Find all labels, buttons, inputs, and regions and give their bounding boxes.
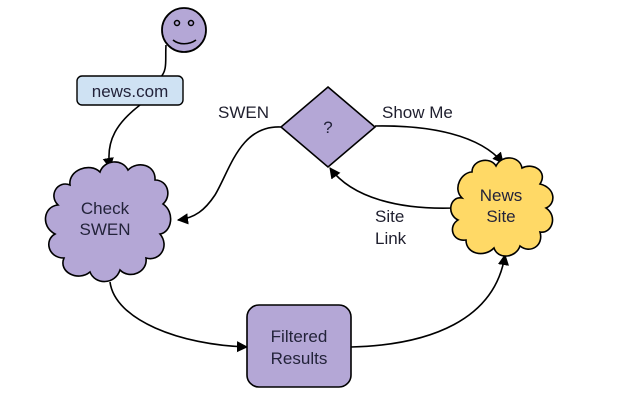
edge-label-swen: SWEN	[218, 103, 269, 122]
edge-user-to-newscom	[159, 44, 167, 79]
decision-node: ?	[279, 85, 377, 169]
news-site-label-line2: Site	[486, 207, 515, 226]
smiley-mouth	[172, 39, 197, 45]
filtered-results-label-line1: Filtered	[271, 327, 328, 346]
filtered-results-label-line2: Results	[271, 349, 328, 368]
check-swen-label-line1: Check	[81, 199, 130, 218]
decision-label: ?	[323, 118, 332, 137]
smiley-face-icon	[161, 7, 207, 53]
edge-filtered-to-news-site	[350, 253, 509, 348]
smiley-left-eye	[173, 19, 181, 27]
check-swen-node: Check SWEN	[44, 161, 172, 283]
smiley-right-eye	[187, 19, 195, 27]
edge-newscom-to-check-swen	[102, 104, 141, 170]
news-site-label-line1: News	[480, 186, 523, 205]
edge-label-show-me: Show Me	[382, 103, 453, 122]
edge-label-site-link-line1: Site	[375, 207, 404, 226]
edge-label-site-link-line2: Link	[375, 229, 407, 248]
newscom-label: news.com	[92, 82, 169, 101]
filtered-results-node: Filtered Results	[246, 304, 352, 388]
check-swen-cloud-shape	[44, 161, 172, 283]
news-site-cloud-shape	[450, 157, 554, 257]
check-swen-label-line2: SWEN	[80, 220, 131, 239]
news-site-node: News Site	[450, 157, 554, 257]
edge-decision-to-news-site	[374, 125, 504, 164]
newscom-node: news.com	[76, 75, 184, 106]
user-node	[161, 7, 207, 53]
edge-decision-to-check-swen	[176, 126, 282, 225]
edge-news-site-to-decision	[329, 167, 456, 210]
edge-check-swen-to-filtered	[109, 281, 249, 353]
